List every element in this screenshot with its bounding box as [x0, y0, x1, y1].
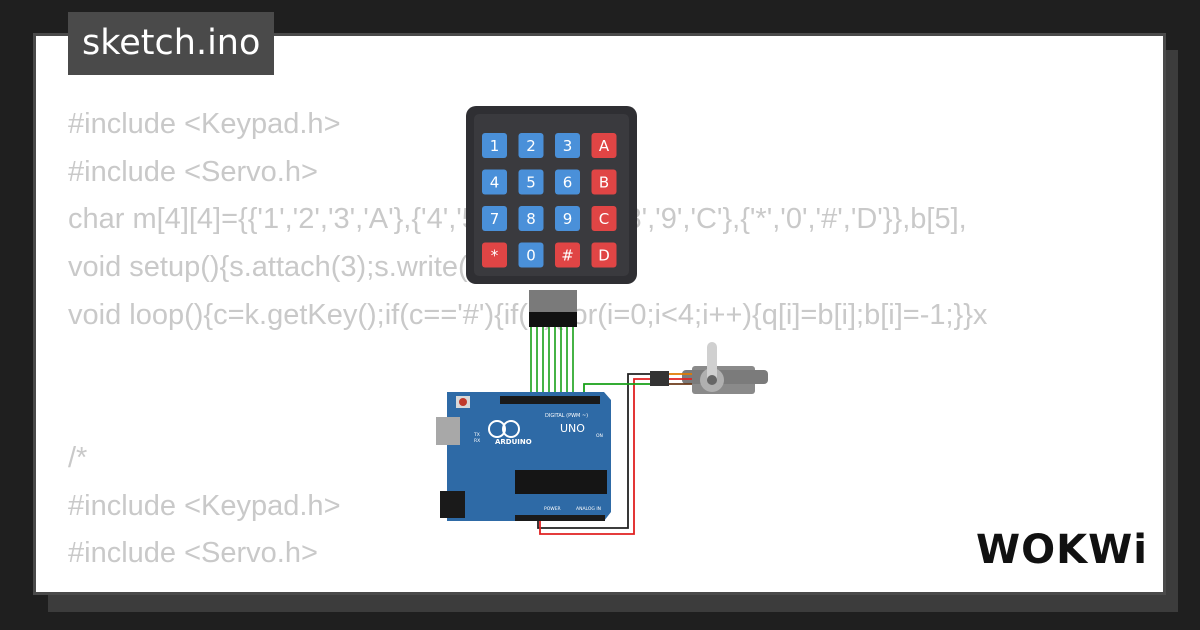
keypad-key[interactable]: [591, 133, 617, 158]
keypad-key[interactable]: [555, 242, 580, 268]
keypad-key[interactable]: [555, 169, 580, 195]
keypad-key-label: *: [491, 247, 499, 265]
analog-label: ANALOG IN: [576, 506, 601, 512]
arduino-logo-icon: [502, 420, 520, 438]
rx-label: RX: [474, 438, 480, 444]
keypad-key[interactable]: [482, 169, 507, 195]
keypad-key[interactable]: [591, 242, 617, 268]
keypad-key-label: B: [599, 174, 609, 192]
code-line: #include <Servo.h>: [68, 537, 318, 570]
keypad-key-label: 1: [490, 137, 500, 155]
keypad-wires: [530, 327, 574, 392]
keypad-key-label: 9: [563, 210, 573, 228]
arduino-logo-icon: [488, 420, 506, 438]
keypad-key[interactable]: [591, 206, 617, 231]
wokwi-logo: WOKWi: [976, 527, 1148, 573]
keypad-key[interactable]: [482, 242, 507, 268]
power-analog-header: [515, 515, 605, 521]
atmega-chip: [515, 470, 607, 494]
keypad-key-label: 6: [563, 174, 573, 192]
wokwi-logo-text: WOKWi: [976, 527, 1148, 573]
on-label: ON: [596, 433, 603, 439]
keypad-key-label: D: [598, 247, 610, 265]
power-jack: [440, 491, 465, 518]
code-line: #include <Servo.h>: [68, 155, 318, 188]
servo-mount: [682, 370, 768, 384]
keypad-key-label: 2: [526, 137, 536, 155]
servo-motor[interactable]: [650, 342, 768, 394]
keypad-key[interactable]: [518, 169, 544, 195]
keypad-key-label: #: [561, 247, 574, 265]
keypad-key-label: 8: [526, 210, 536, 228]
servo-connector: [650, 371, 669, 386]
digital-label: DIGITAL (PWM ~): [545, 413, 588, 419]
power-label: POWER: [544, 506, 561, 512]
keypad-key[interactable]: [555, 206, 580, 231]
servo-wires: [537, 373, 693, 535]
keypad-key-label: 0: [526, 247, 536, 265]
keypad-key-label: 7: [490, 210, 500, 228]
servo-screw: [707, 375, 717, 385]
reset-button[interactable]: [459, 398, 467, 406]
keypad-keys: 1 2 3 A 4 5 6 B 7 8 9 C * 0 # D: [482, 133, 617, 268]
arduino-uno-board[interactable]: ARDUINO UNO DIGITAL (PWM ~) POWER ANALOG…: [436, 392, 611, 521]
digital-header: [500, 396, 600, 404]
servo-horn: [707, 342, 717, 382]
file-name-tab: sketch.ino: [68, 12, 275, 75]
keypad-connector: [529, 312, 577, 327]
ground-wire: [537, 373, 650, 529]
code-line: void setup(){s.attach(3);s.write(0);}: [68, 251, 512, 284]
keypad-key[interactable]: [518, 206, 544, 231]
keypad-key[interactable]: [482, 206, 507, 231]
keypad[interactable]: 1 2 3 A 4 5 6 B 7 8 9 C * 0 # D: [466, 106, 637, 327]
keypad-key[interactable]: [518, 133, 544, 158]
code-line: /*: [68, 441, 88, 474]
power-wire: [539, 378, 650, 535]
keypad-key[interactable]: [555, 133, 580, 158]
keypad-key-label: C: [599, 210, 609, 228]
keypad-key[interactable]: [518, 242, 544, 268]
code-line: #include <Keypad.h>: [68, 108, 341, 140]
code-line: #include <Keypad.h>: [68, 489, 341, 522]
keypad-key-label: 4: [490, 174, 500, 192]
usb-port: [436, 417, 460, 445]
signal-wire: [583, 383, 650, 392]
board-model: UNO: [560, 422, 585, 435]
tx-label: TX: [473, 432, 480, 438]
keypad-face: [474, 114, 629, 276]
board-brand: ARDUINO: [495, 438, 532, 446]
keypad-key-label: 5: [526, 174, 536, 192]
keypad-key[interactable]: [591, 169, 617, 195]
keypad-key[interactable]: [482, 133, 507, 158]
board-pcb: [447, 392, 611, 521]
keypad-key-label: A: [599, 137, 610, 155]
keypad-key-label: 3: [563, 137, 573, 155]
